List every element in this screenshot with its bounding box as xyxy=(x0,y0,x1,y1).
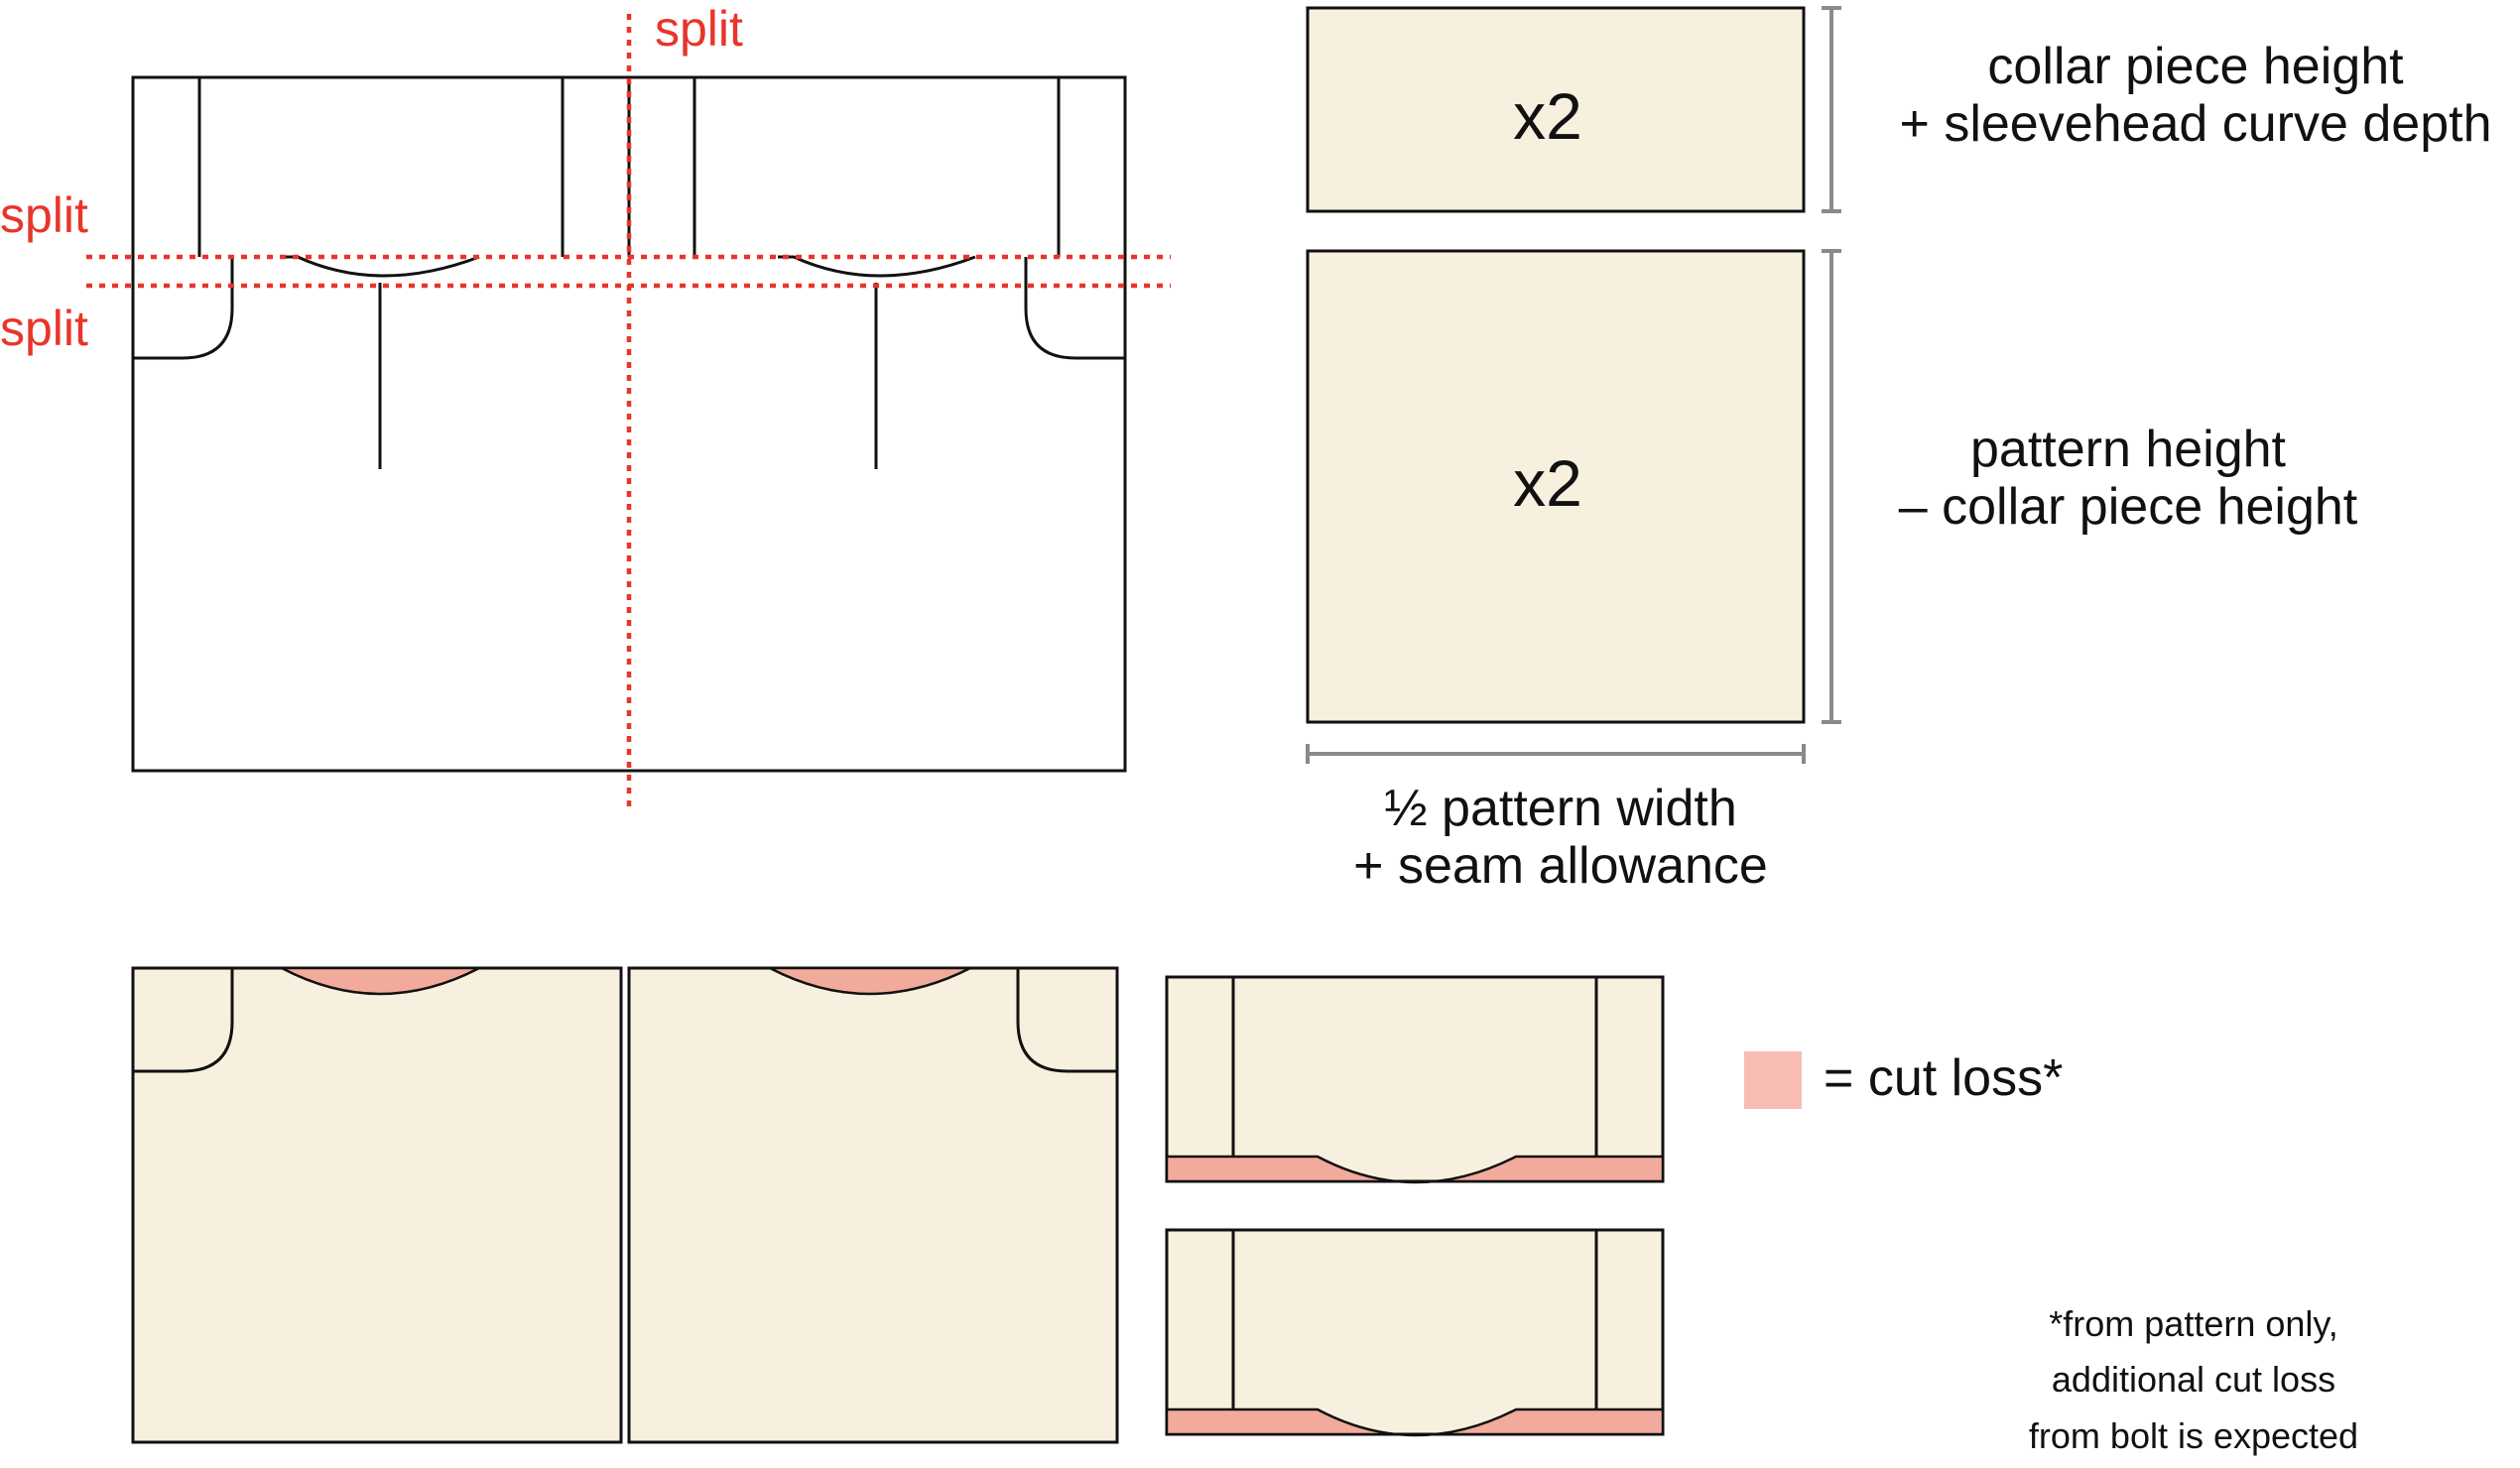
body-pieces-layout xyxy=(131,966,1119,1444)
footnote-line: additional cut loss xyxy=(2052,1359,2335,1400)
body-height-label: pattern height xyxy=(1970,421,2287,478)
body-piece xyxy=(131,966,623,1444)
body-piece-spec: x2 pattern height – collar piece height … xyxy=(1306,249,2358,895)
cut-loss-region xyxy=(769,966,971,996)
full-pattern: split split split xyxy=(0,1,1171,811)
footnote-line: from bolt is expected xyxy=(2029,1415,2358,1456)
cut-loss-swatch xyxy=(1744,1051,1802,1109)
collar-piece xyxy=(1165,1228,1665,1436)
neck-curve xyxy=(778,255,976,278)
collar-piece-count: x2 xyxy=(1513,79,1582,153)
collar-piece xyxy=(1165,975,1665,1183)
armhole-curve xyxy=(133,257,234,360)
body-piece-rect xyxy=(1306,249,1806,724)
collar-piece-spec: x2 collar piece height + sleevehead curv… xyxy=(1306,6,2492,213)
body-piece xyxy=(627,966,1119,1444)
split-label: split xyxy=(655,1,743,57)
body-width-label: ½ pattern width xyxy=(1384,780,1737,837)
armhole-curve xyxy=(133,968,234,1073)
footnote: *from pattern only, additional cut loss … xyxy=(2029,1303,2358,1456)
cut-loss-region xyxy=(1165,1407,1665,1437)
collar-pieces-layout xyxy=(1165,975,1665,1437)
collar-height-label: collar piece height xyxy=(1987,38,2404,95)
cut-loss-region xyxy=(281,966,480,996)
armhole-curve xyxy=(1016,968,1117,1073)
armhole-curve xyxy=(1024,257,1125,360)
neck-curve xyxy=(282,255,480,278)
cut-loss-region xyxy=(1165,1155,1665,1184)
collar-height-label: + sleevehead curve depth xyxy=(1900,95,2492,153)
legend: = cut loss* xyxy=(1744,1049,2063,1109)
footnote-line: *from pattern only, xyxy=(2049,1303,2337,1344)
collar-piece-rect xyxy=(1306,6,1806,213)
cut-loss-legend-label: = cut loss* xyxy=(1824,1049,2063,1107)
split-label: split xyxy=(0,301,88,356)
body-piece-count: x2 xyxy=(1513,446,1582,520)
body-width-label: + seam allowance xyxy=(1353,837,1768,895)
body-height-label: – collar piece height xyxy=(1899,478,2358,536)
split-label: split xyxy=(0,187,88,243)
